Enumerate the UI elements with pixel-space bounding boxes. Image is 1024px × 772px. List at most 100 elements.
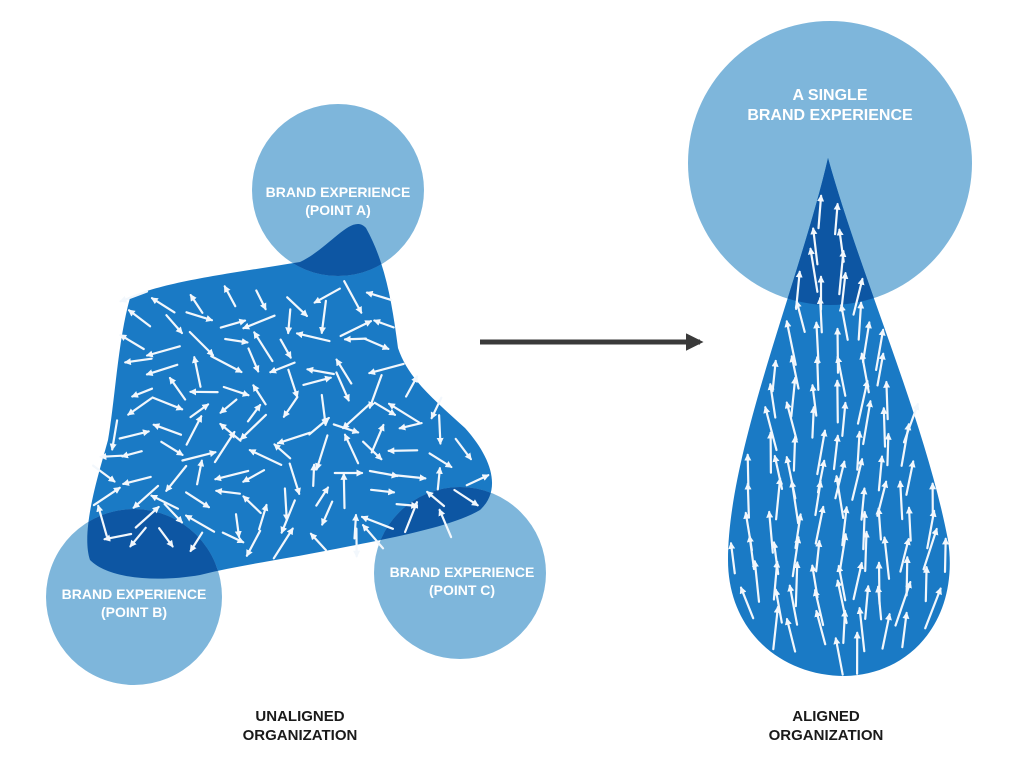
chaotic-arrow <box>362 440 383 461</box>
aligned-arrow <box>838 303 849 341</box>
chaotic-arrow <box>343 335 367 343</box>
chaotic-arrow <box>438 508 453 539</box>
aligned-arrow <box>728 541 736 575</box>
aligned-arrow <box>774 477 784 521</box>
chaotic-arrow <box>99 452 124 461</box>
chaotic-arrow <box>118 429 150 440</box>
chaotic-arrow <box>315 434 329 471</box>
chaotic-arrow <box>285 308 293 335</box>
chaotic-arrow <box>185 491 211 509</box>
aligned-arrow <box>744 482 752 519</box>
chaotic-arrow <box>130 387 154 398</box>
aligned-arrow <box>791 435 799 472</box>
aligned-arrow <box>900 423 912 467</box>
chaotic-arrow <box>129 526 147 548</box>
aligned-arrow <box>794 300 806 333</box>
aligned-arrow <box>810 405 818 439</box>
chaotic-arrow <box>247 347 260 373</box>
chaotic-arrow <box>258 503 269 531</box>
aligned-arrow <box>841 401 849 437</box>
chaotic-arrow <box>165 314 183 335</box>
chaotic-arrow <box>404 500 419 534</box>
aligned-arrow <box>905 506 913 542</box>
chaotic-arrow <box>160 440 184 456</box>
aligned-arrow <box>790 376 799 418</box>
point-a-label-line2: (POINT A) <box>305 201 371 218</box>
target-label-line2: BRAND EXPERIENCE <box>747 107 913 124</box>
chaotic-arrow <box>255 289 267 311</box>
chaotic-arrow <box>242 469 266 483</box>
target-circle <box>688 21 972 305</box>
chaotic-arrow <box>214 469 250 482</box>
unaligned-caption-line2: ORGANIZATION <box>242 726 358 744</box>
point-a-circle <box>252 104 424 276</box>
chaotic-arrow <box>302 375 333 386</box>
chaotic-arrow <box>310 463 318 487</box>
chaotic-arrow <box>127 309 152 328</box>
chaotic-arrow <box>127 397 153 416</box>
chaotic-arrow <box>286 296 308 317</box>
chaotic-arrow <box>321 500 334 526</box>
chaotic-arrow <box>363 337 390 350</box>
chaotic-arrow <box>239 413 267 441</box>
chaotic-arrow <box>340 472 348 510</box>
chaotic-arrow <box>435 466 443 491</box>
aligned-arrow <box>884 432 892 467</box>
chaotic-arrow <box>370 423 385 454</box>
chaotic-arrow <box>360 515 394 530</box>
chaotic-arrow <box>343 280 363 314</box>
chaotic-arrow <box>221 531 245 544</box>
aligned-arrow <box>834 327 842 374</box>
chaotic-arrow <box>184 514 216 533</box>
aligned-arrow <box>896 480 905 521</box>
aligned-arrow <box>881 612 892 650</box>
chaotic-arrow <box>245 529 262 557</box>
chaotic-arrow <box>282 487 290 522</box>
chaotic-arrow <box>387 447 419 455</box>
chaotic-arrow <box>391 473 427 482</box>
unaligned-caption-line1: UNALIGNED <box>255 708 345 725</box>
chaotic-arrow <box>163 502 183 524</box>
aligned-arrow <box>883 380 891 421</box>
chaotic-arrow <box>91 464 116 483</box>
aligned-arrow <box>814 480 824 517</box>
chaotic-arrow <box>405 375 419 398</box>
aligned-arrow <box>816 296 824 334</box>
chaotic-arrow <box>189 403 210 419</box>
aligned-arrow <box>810 227 819 266</box>
chaotic-arrow <box>92 486 121 507</box>
aligned-arrow <box>856 379 870 425</box>
aligned-arrow <box>942 537 950 574</box>
chaotic-arrow <box>253 331 274 363</box>
aligned-arrow <box>835 355 847 397</box>
chaotic-arrow <box>368 374 383 409</box>
chaotic-arrow <box>223 285 237 308</box>
chaotic-arrow <box>280 499 296 534</box>
aligned-arrow <box>856 606 866 653</box>
chaotic-arrow <box>373 401 397 416</box>
chaotic-arrow <box>319 299 327 335</box>
aligned-arrow <box>807 247 819 293</box>
chaotic-arrow <box>335 371 350 402</box>
chaotic-arrow <box>309 532 328 552</box>
chaotic-arrow <box>269 361 296 374</box>
chaotic-arrow <box>428 452 453 469</box>
chaotic-arrow <box>368 362 405 376</box>
chaotic-arrow <box>181 450 217 462</box>
point-b-label: BRAND EXPERIENCE (POINT B) <box>44 586 224 621</box>
point-b-overlap <box>87 509 222 579</box>
chaotic-arrow <box>150 297 176 314</box>
aligned-arrow <box>874 328 886 371</box>
chaotic-arrow <box>189 531 204 553</box>
aligned-arrow <box>903 555 911 597</box>
chaotic-arrow <box>387 402 421 424</box>
aligned-arrow <box>899 537 911 573</box>
point-c-label-line1: BRAND EXPERIENCE <box>389 564 535 580</box>
aligned-arrow <box>816 429 828 476</box>
chaotic-arrow <box>185 311 214 322</box>
target-label: A SINGLE BRAND EXPERIENCE <box>720 86 940 126</box>
aligned-arrow <box>876 352 886 387</box>
aligned-arrow <box>851 457 865 501</box>
chaotic-arrow <box>189 293 204 314</box>
